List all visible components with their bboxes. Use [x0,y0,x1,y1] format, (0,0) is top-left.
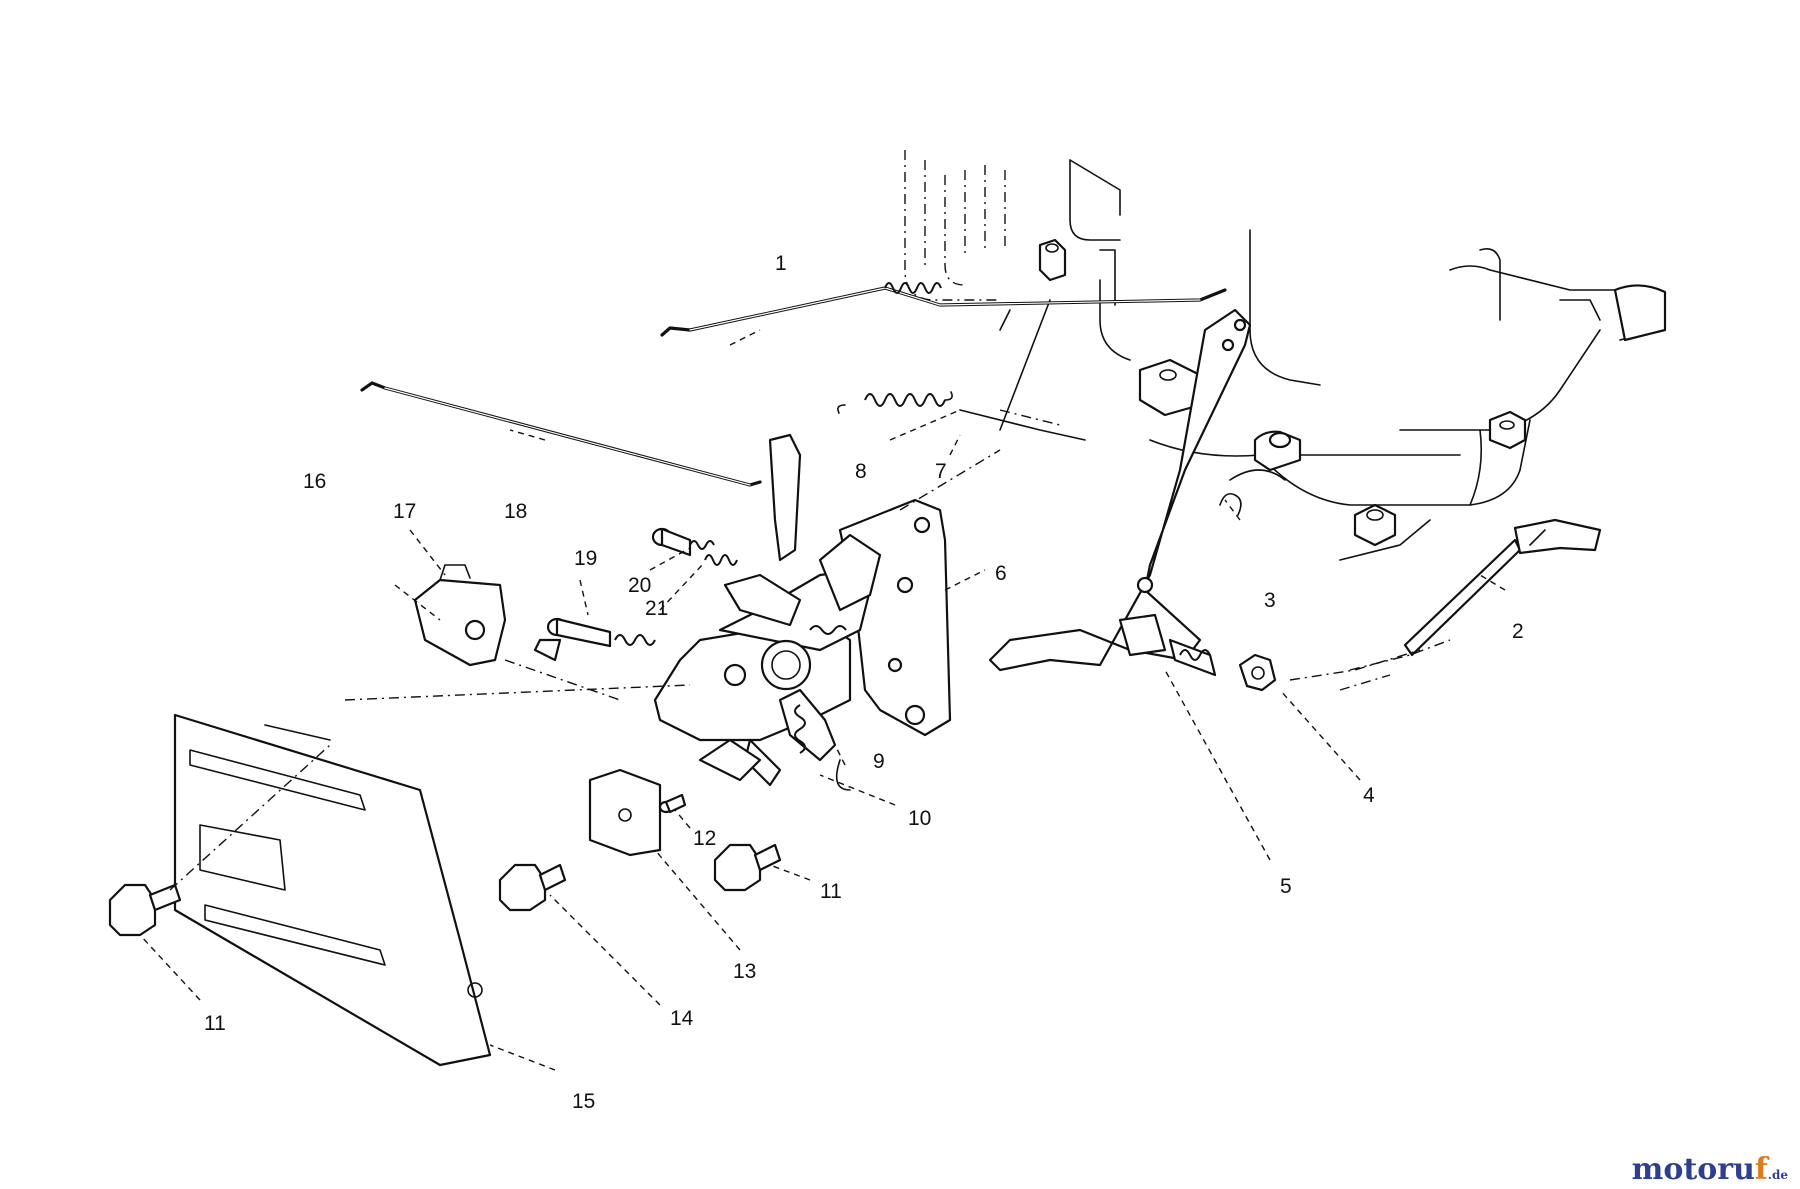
label-part-20: 20 [628,574,651,597]
label-part-6: 6 [995,562,1007,585]
watermark-logo: motoruf.de [1632,1152,1788,1187]
choke-rod-2 [1403,518,1602,657]
label-part-14: 14 [670,1007,694,1030]
watermark-tld: .de [1767,1168,1788,1182]
label-part-12: 12 [693,827,716,850]
label-part-19: 19 [574,547,597,570]
governor-rod [660,282,1227,337]
part-3 [1219,492,1242,516]
spring-21 [704,554,738,566]
bolt-11a [108,883,182,937]
part-13 [588,768,662,857]
governor-spring-on-rod [884,282,942,294]
label-part-5: 5 [1280,875,1292,898]
screw-20 [651,527,715,557]
label-part-16: 16 [303,470,326,493]
label-part-1: 1 [775,252,787,275]
label-part-17: 17 [393,500,416,523]
bolt-11b [713,843,782,892]
label-part-4: 4 [1363,784,1375,807]
label-part-7: 7 [935,460,947,483]
spring-7 [959,409,1086,441]
screw-12 [658,793,687,814]
label-part-9: 9 [873,750,885,773]
label-part-2: 2 [1512,620,1524,643]
leader-lines [139,329,1506,1071]
throttle-rod [360,381,762,487]
label-part-10: 10 [908,807,931,830]
plate-16-17 [413,564,562,667]
watermark-accent: f [1754,1152,1768,1187]
label-part-11a: 11 [204,1012,226,1035]
label-part-13: 13 [733,960,756,983]
watermark-main: motoru [1631,1152,1755,1187]
label-part-21: 21 [645,597,668,620]
cover-plate-15 [173,713,492,1067]
control-assembly [653,433,882,791]
nut-4 [1238,653,1277,692]
label-part-11b: 11 [820,880,842,903]
engine-block-outline [904,150,1667,561]
label-part-15: 15 [572,1090,595,1113]
screw-19 [546,617,656,648]
spring-8 [837,391,953,414]
label-part-8: 8 [855,460,867,483]
part-labels: 1 2 3 4 5 6 7 8 9 10 11 11 12 13 14 15 1… [204,252,1524,1113]
label-part-3: 3 [1264,589,1276,612]
label-part-18: 18 [504,500,527,523]
bolt-14 [498,863,567,912]
governor-lever-5 [988,308,1252,677]
